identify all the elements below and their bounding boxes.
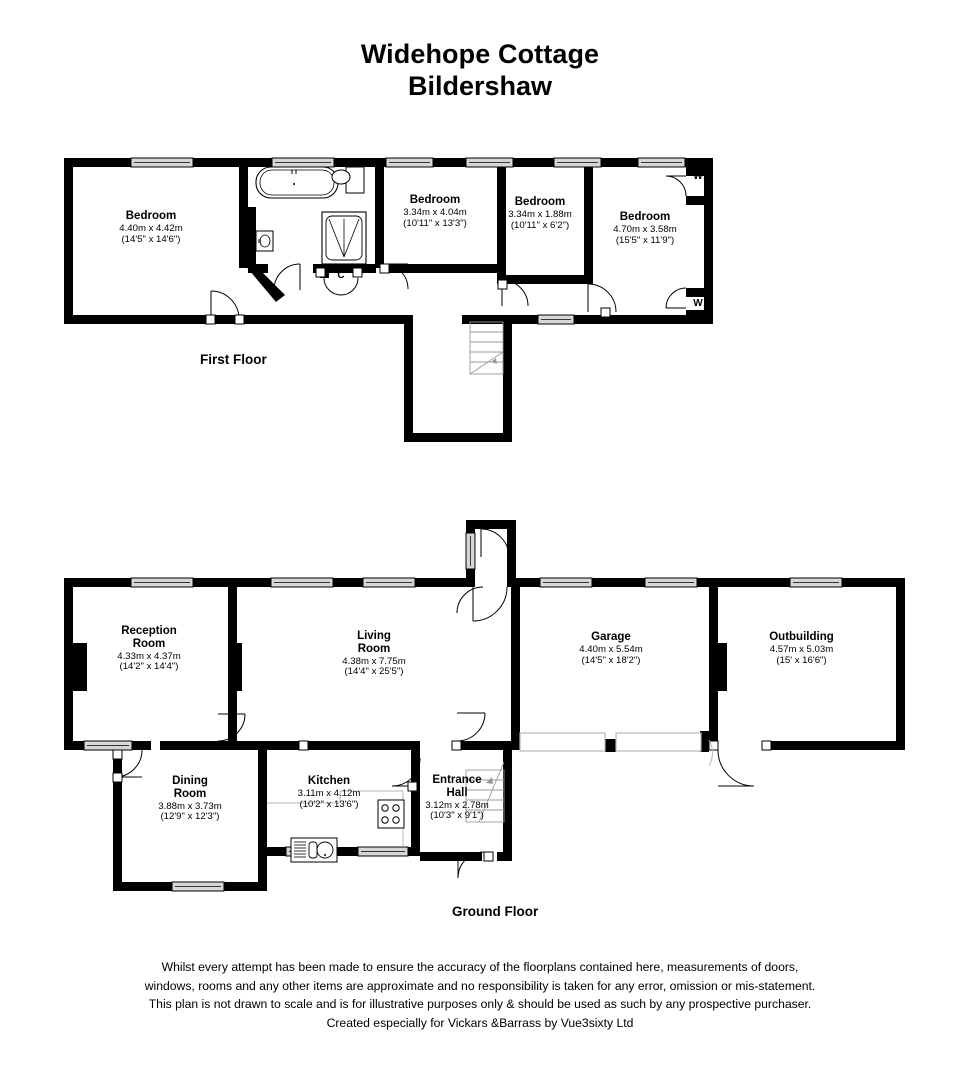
shower-fixture — [321, 211, 367, 265]
room-name: Kitchen — [307, 775, 351, 787]
room-dining-room: Dining Room 3.88m x 3.73m (12'9" x 12'3"… — [124, 775, 256, 823]
cupboard-marker: C — [337, 270, 345, 281]
room-name-line-1: Entrance — [432, 774, 482, 786]
room-dimensions-metric: 3.34m x 4.04m — [403, 206, 467, 218]
room-dimensions-metric: 4.40m x 5.54m — [579, 643, 643, 655]
room-dimensions-metric: 3.34m x 1.88m — [508, 208, 572, 220]
room-dimensions-metric: 4.40m x 4.42m — [119, 222, 183, 234]
property-locality: Bildershaw — [407, 71, 553, 101]
room-dimensions-imperial: (14'5" x 14'6") — [121, 233, 181, 245]
disclaimer-line-4: Created especially for Vickars &Barrass … — [326, 1015, 634, 1030]
ground-floor-label: Ground Floor — [452, 904, 539, 919]
ground-floor-walls — [64, 520, 905, 891]
first-floor-label: First Floor — [200, 352, 267, 367]
room-dimensions-imperial: (14'5" x 18'2") — [581, 654, 641, 666]
hob-icon — [377, 799, 405, 829]
room-garage: Garage 4.40m x 5.54m (14'5" x 18'2") — [545, 631, 677, 666]
room-dimensions-imperial: (14'4" x 25'5") — [344, 666, 404, 678]
room-dimensions-metric: 4.57m x 5.03m — [769, 643, 834, 655]
room-name: Garage — [591, 631, 631, 643]
room-bedroom-3: Bedroom 3.34m x 1.88m (10'11" x 6'2") — [476, 196, 604, 231]
room-dimensions-imperial: (15'5" x 11'9") — [615, 234, 675, 246]
room-name-line-1: Living — [357, 630, 391, 642]
room-name: Bedroom — [125, 210, 177, 222]
room-name-line-1: Reception — [121, 625, 177, 637]
room-dimensions-metric: 4.33m x 4.37m — [117, 650, 181, 662]
ground-floor-staircase — [465, 761, 505, 823]
first-floor-windows — [130, 157, 686, 325]
room-dimensions-metric: 4.38m x 7.75m — [342, 655, 406, 667]
disclaimer: Whilst every attempt has been made to en… — [0, 958, 960, 1032]
property-name: Widehope Cottage — [360, 39, 600, 69]
sink-icon — [290, 837, 338, 863]
room-name: Bedroom — [409, 194, 461, 206]
room-dimensions-imperial: (10'3" x 9'1") — [430, 810, 484, 822]
toilet-fixture — [331, 166, 365, 194]
room-dimensions-metric: 3.12m x 2.78m — [425, 799, 489, 811]
room-dimensions-imperial: (10'2" x 13'6") — [299, 798, 359, 810]
first-floor-doors — [205, 175, 687, 325]
room-dimensions-metric: 4.70m x 3.58m — [613, 223, 677, 235]
room-bedroom-1: Bedroom 4.40m x 4.42m (14'5" x 14'6") — [86, 210, 216, 245]
room-reception-room: Reception Room 4.33m x 4.37m (14'2" x 14… — [83, 625, 215, 673]
room-bedroom-4: Bedroom 4.70m x 3.58m (15'5" x 11'9") — [580, 211, 710, 246]
room-dimensions-imperial: (10'11" x 6'2") — [510, 219, 570, 231]
first-floor-plan — [64, 157, 713, 442]
room-bedroom-2: Bedroom 3.34m x 4.04m (10'11" x 13'3") — [370, 194, 500, 229]
ground-floor-windows — [83, 532, 843, 892]
room-dimensions-metric: 3.11m x 4.12m — [297, 787, 361, 799]
room-dimensions-imperial: (15' x 16'6") — [776, 654, 827, 666]
ground-floor-doors — [112, 528, 772, 879]
first-floor-staircase — [469, 321, 504, 375]
wardrobe-marker-top: W — [693, 171, 703, 182]
room-name-line-2: Room — [173, 787, 207, 800]
room-outbuilding: Outbuilding 4.57m x 5.03m (15' x 16'6") — [734, 631, 869, 666]
room-name: Bedroom — [619, 211, 671, 223]
disclaimer-line-2: windows, rooms and any other items are a… — [144, 978, 816, 993]
room-dimensions-imperial: (10'11" x 13'3") — [403, 217, 467, 229]
room-name-line-2: Room — [132, 637, 166, 650]
room-name-line-2: Hall — [446, 786, 468, 799]
bath-fixture — [255, 166, 339, 199]
garage-doors — [519, 732, 702, 752]
room-dimensions-imperial: (12'9" x 12'3") — [160, 811, 220, 823]
room-name: Outbuilding — [769, 631, 834, 643]
room-entrance-hall: Entrance Hall 3.12m x 2.78m (10'3" x 9'1… — [392, 774, 522, 822]
room-living-room: Living Room 4.38m x 7.75m (14'4" x 25'5"… — [308, 630, 440, 678]
disclaimer-line-3: This plan is not drawn to scale and is f… — [148, 997, 812, 1012]
wardrobe-marker-bottom: W — [693, 298, 703, 309]
room-name-line-1: Dining — [172, 775, 208, 787]
room-name-line-2: Room — [357, 642, 391, 655]
disclaimer-line-1: Whilst every attempt has been made to en… — [161, 960, 799, 974]
room-dimensions-imperial: (14'2" x 14'4") — [119, 661, 179, 673]
room-dimensions-metric: 3.88m x 3.73m — [158, 800, 222, 812]
room-kitchen: Kitchen 3.11m x 4.12m (10'2" x 13'6") — [264, 775, 394, 810]
page-title: Widehope Cottage Bildershaw — [0, 38, 960, 102]
basin-fixture — [255, 230, 274, 252]
room-name: Bedroom — [514, 196, 566, 208]
ground-floor-plan — [64, 520, 905, 892]
